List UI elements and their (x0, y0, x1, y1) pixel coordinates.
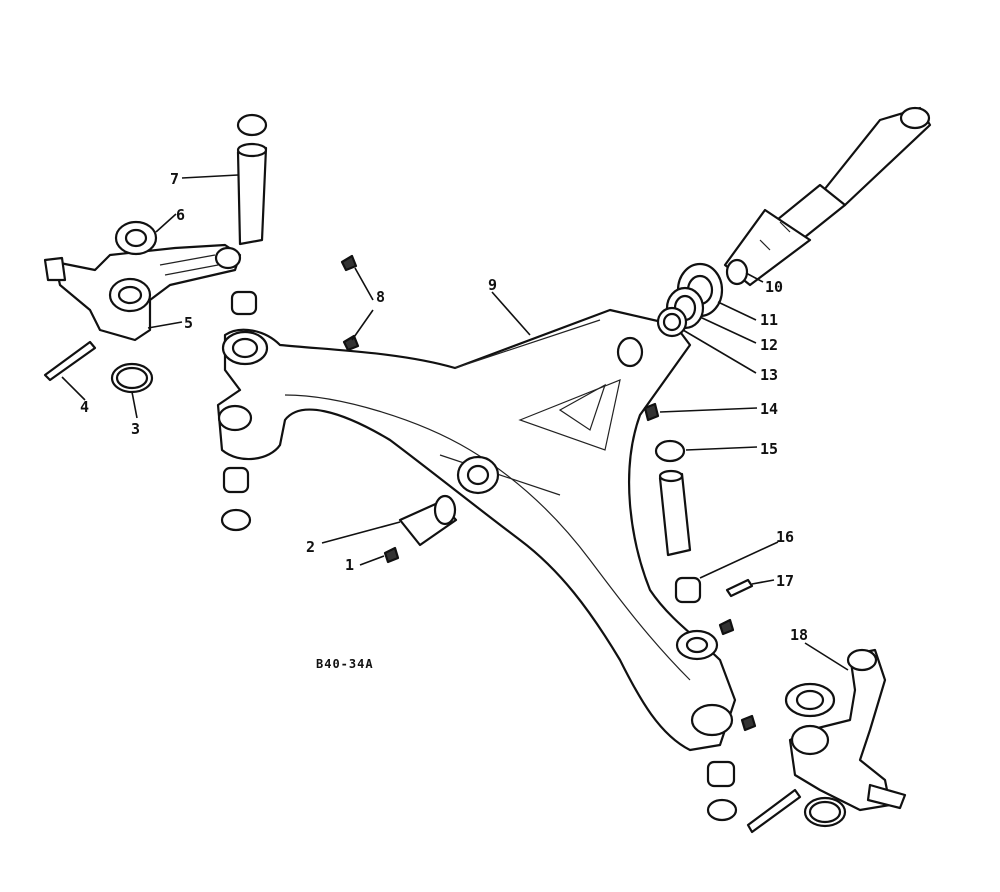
left-steering-knuckle (43, 243, 242, 342)
callout-15: 15 (760, 440, 778, 458)
thrust-washers (656, 262, 724, 338)
callout-4: 4 (80, 398, 89, 416)
callout-2: 2 (306, 538, 315, 556)
right-steering-knuckle (784, 648, 907, 812)
callout-12: 12 (760, 336, 778, 354)
reference-code: B40-34A (316, 657, 374, 671)
callout-11: 11 (760, 311, 778, 329)
callout-18: 18 (790, 626, 808, 644)
axle-beam (216, 308, 737, 752)
callout-13: 13 (760, 366, 778, 384)
callout-14: 14 (760, 400, 778, 418)
callout-17: 17 (776, 572, 794, 590)
pivot-shaft (723, 106, 932, 287)
callouts: 1 2 3 4 5 6 7 8 9 10 11 12 13 14 15 16 1… (80, 170, 808, 644)
callout-9: 9 (488, 276, 497, 294)
callout-8: 8 (376, 288, 385, 306)
callout-10: 10 (765, 278, 783, 296)
callout-16: 16 (776, 528, 794, 546)
leader-lines (61, 174, 849, 671)
callout-5: 5 (184, 314, 193, 332)
callout-6: 6 (176, 206, 185, 224)
callout-7: 7 (170, 170, 179, 188)
small-parts (43, 113, 847, 834)
callout-1: 1 (345, 556, 354, 574)
callout-3: 3 (131, 420, 140, 438)
